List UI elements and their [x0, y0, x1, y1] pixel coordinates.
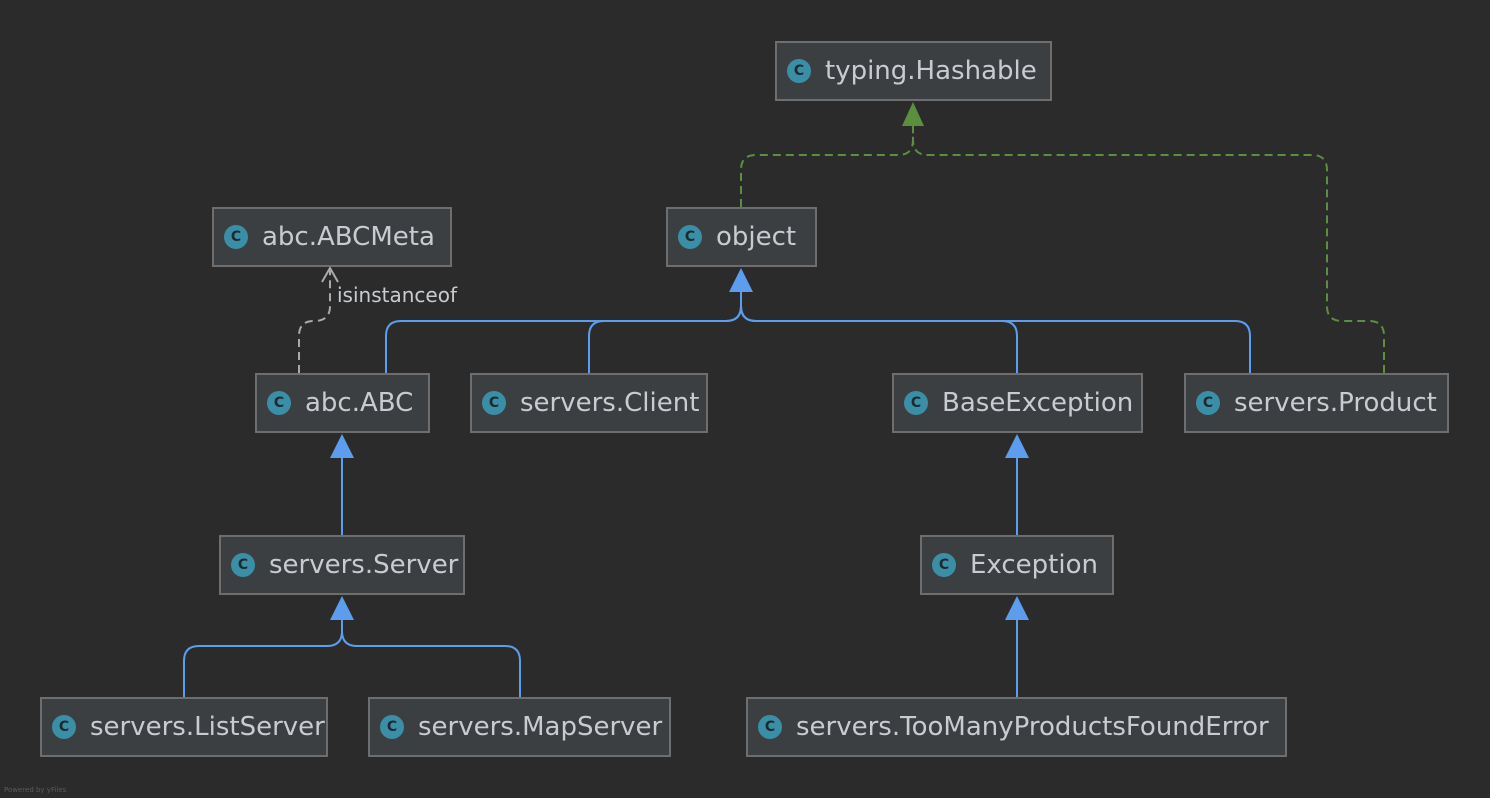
- class-icon: C: [758, 715, 782, 739]
- class-node-label: BaseException: [942, 388, 1134, 418]
- class-node-baseexception[interactable]: C BaseException: [892, 373, 1143, 433]
- class-icon: C: [231, 553, 255, 577]
- arrowhead-abc: [330, 434, 354, 458]
- class-node-exception[interactable]: C Exception: [920, 535, 1114, 595]
- class-node-servers-product[interactable]: C servers.Product: [1184, 373, 1449, 433]
- edge-object-to-hashable: [740, 126, 914, 207]
- class-node-object[interactable]: C object: [666, 207, 817, 267]
- class-node-label: object: [716, 222, 797, 252]
- edge-label-isinstanceof: isinstanceof: [337, 283, 457, 307]
- edge-client-to-object: [588, 292, 742, 373]
- class-node-label: servers.Server: [269, 550, 459, 580]
- edge-product-to-object: [740, 292, 1251, 373]
- class-node-label: abc.ABC: [305, 388, 414, 418]
- class-node-label: typing.Hashable: [825, 56, 1037, 86]
- edge-abc-to-abcmeta: [298, 270, 331, 373]
- class-node-servers-server[interactable]: C servers.Server: [219, 535, 465, 595]
- arrowhead-object: [729, 268, 753, 292]
- class-node-servers-mapserver[interactable]: C servers.MapServer: [368, 697, 671, 757]
- class-icon: C: [267, 391, 291, 415]
- class-node-abc-abcmeta[interactable]: C abc.ABCMeta: [212, 207, 452, 267]
- class-node-label: servers.MapServer: [418, 712, 663, 742]
- footer-powered-by: Powered by yFiles: [4, 786, 67, 794]
- class-node-label: abc.ABCMeta: [262, 222, 435, 252]
- class-icon: C: [52, 715, 76, 739]
- class-node-typing-hashable[interactable]: C typing.Hashable: [775, 41, 1052, 101]
- class-node-label: servers.Product: [1234, 388, 1437, 418]
- class-node-label: servers.TooManyProductsFoundError: [796, 712, 1269, 742]
- arrowhead-server: [330, 596, 354, 620]
- class-node-servers-listserver[interactable]: C servers.ListServer: [40, 697, 328, 757]
- class-icon: C: [224, 225, 248, 249]
- class-node-servers-toomanyproductsfounderror[interactable]: C servers.TooManyProductsFoundError: [746, 697, 1287, 757]
- edge-product-to-hashable: [912, 126, 1385, 373]
- class-icon: C: [482, 391, 506, 415]
- class-node-label: servers.Client: [520, 388, 700, 418]
- arrowhead-baseexception: [1005, 434, 1029, 458]
- class-icon: C: [932, 553, 956, 577]
- class-node-servers-client[interactable]: C servers.Client: [470, 373, 708, 433]
- class-icon: C: [678, 225, 702, 249]
- class-icon: C: [904, 391, 928, 415]
- class-node-label: servers.ListServer: [90, 712, 325, 742]
- edge-baseexception-to-object: [740, 292, 1018, 373]
- edge-listserver-to-server: [183, 620, 343, 697]
- class-icon: C: [380, 715, 404, 739]
- class-node-abc-abc[interactable]: C abc.ABC: [255, 373, 430, 433]
- arrowhead-exception: [1005, 596, 1029, 620]
- class-icon: C: [1196, 391, 1220, 415]
- class-icon: C: [787, 59, 811, 83]
- arrowhead-hashable: [902, 102, 924, 126]
- arrowhead-abcmeta: [321, 265, 339, 283]
- class-node-label: Exception: [970, 550, 1098, 580]
- edge-mapserver-to-server: [341, 620, 521, 697]
